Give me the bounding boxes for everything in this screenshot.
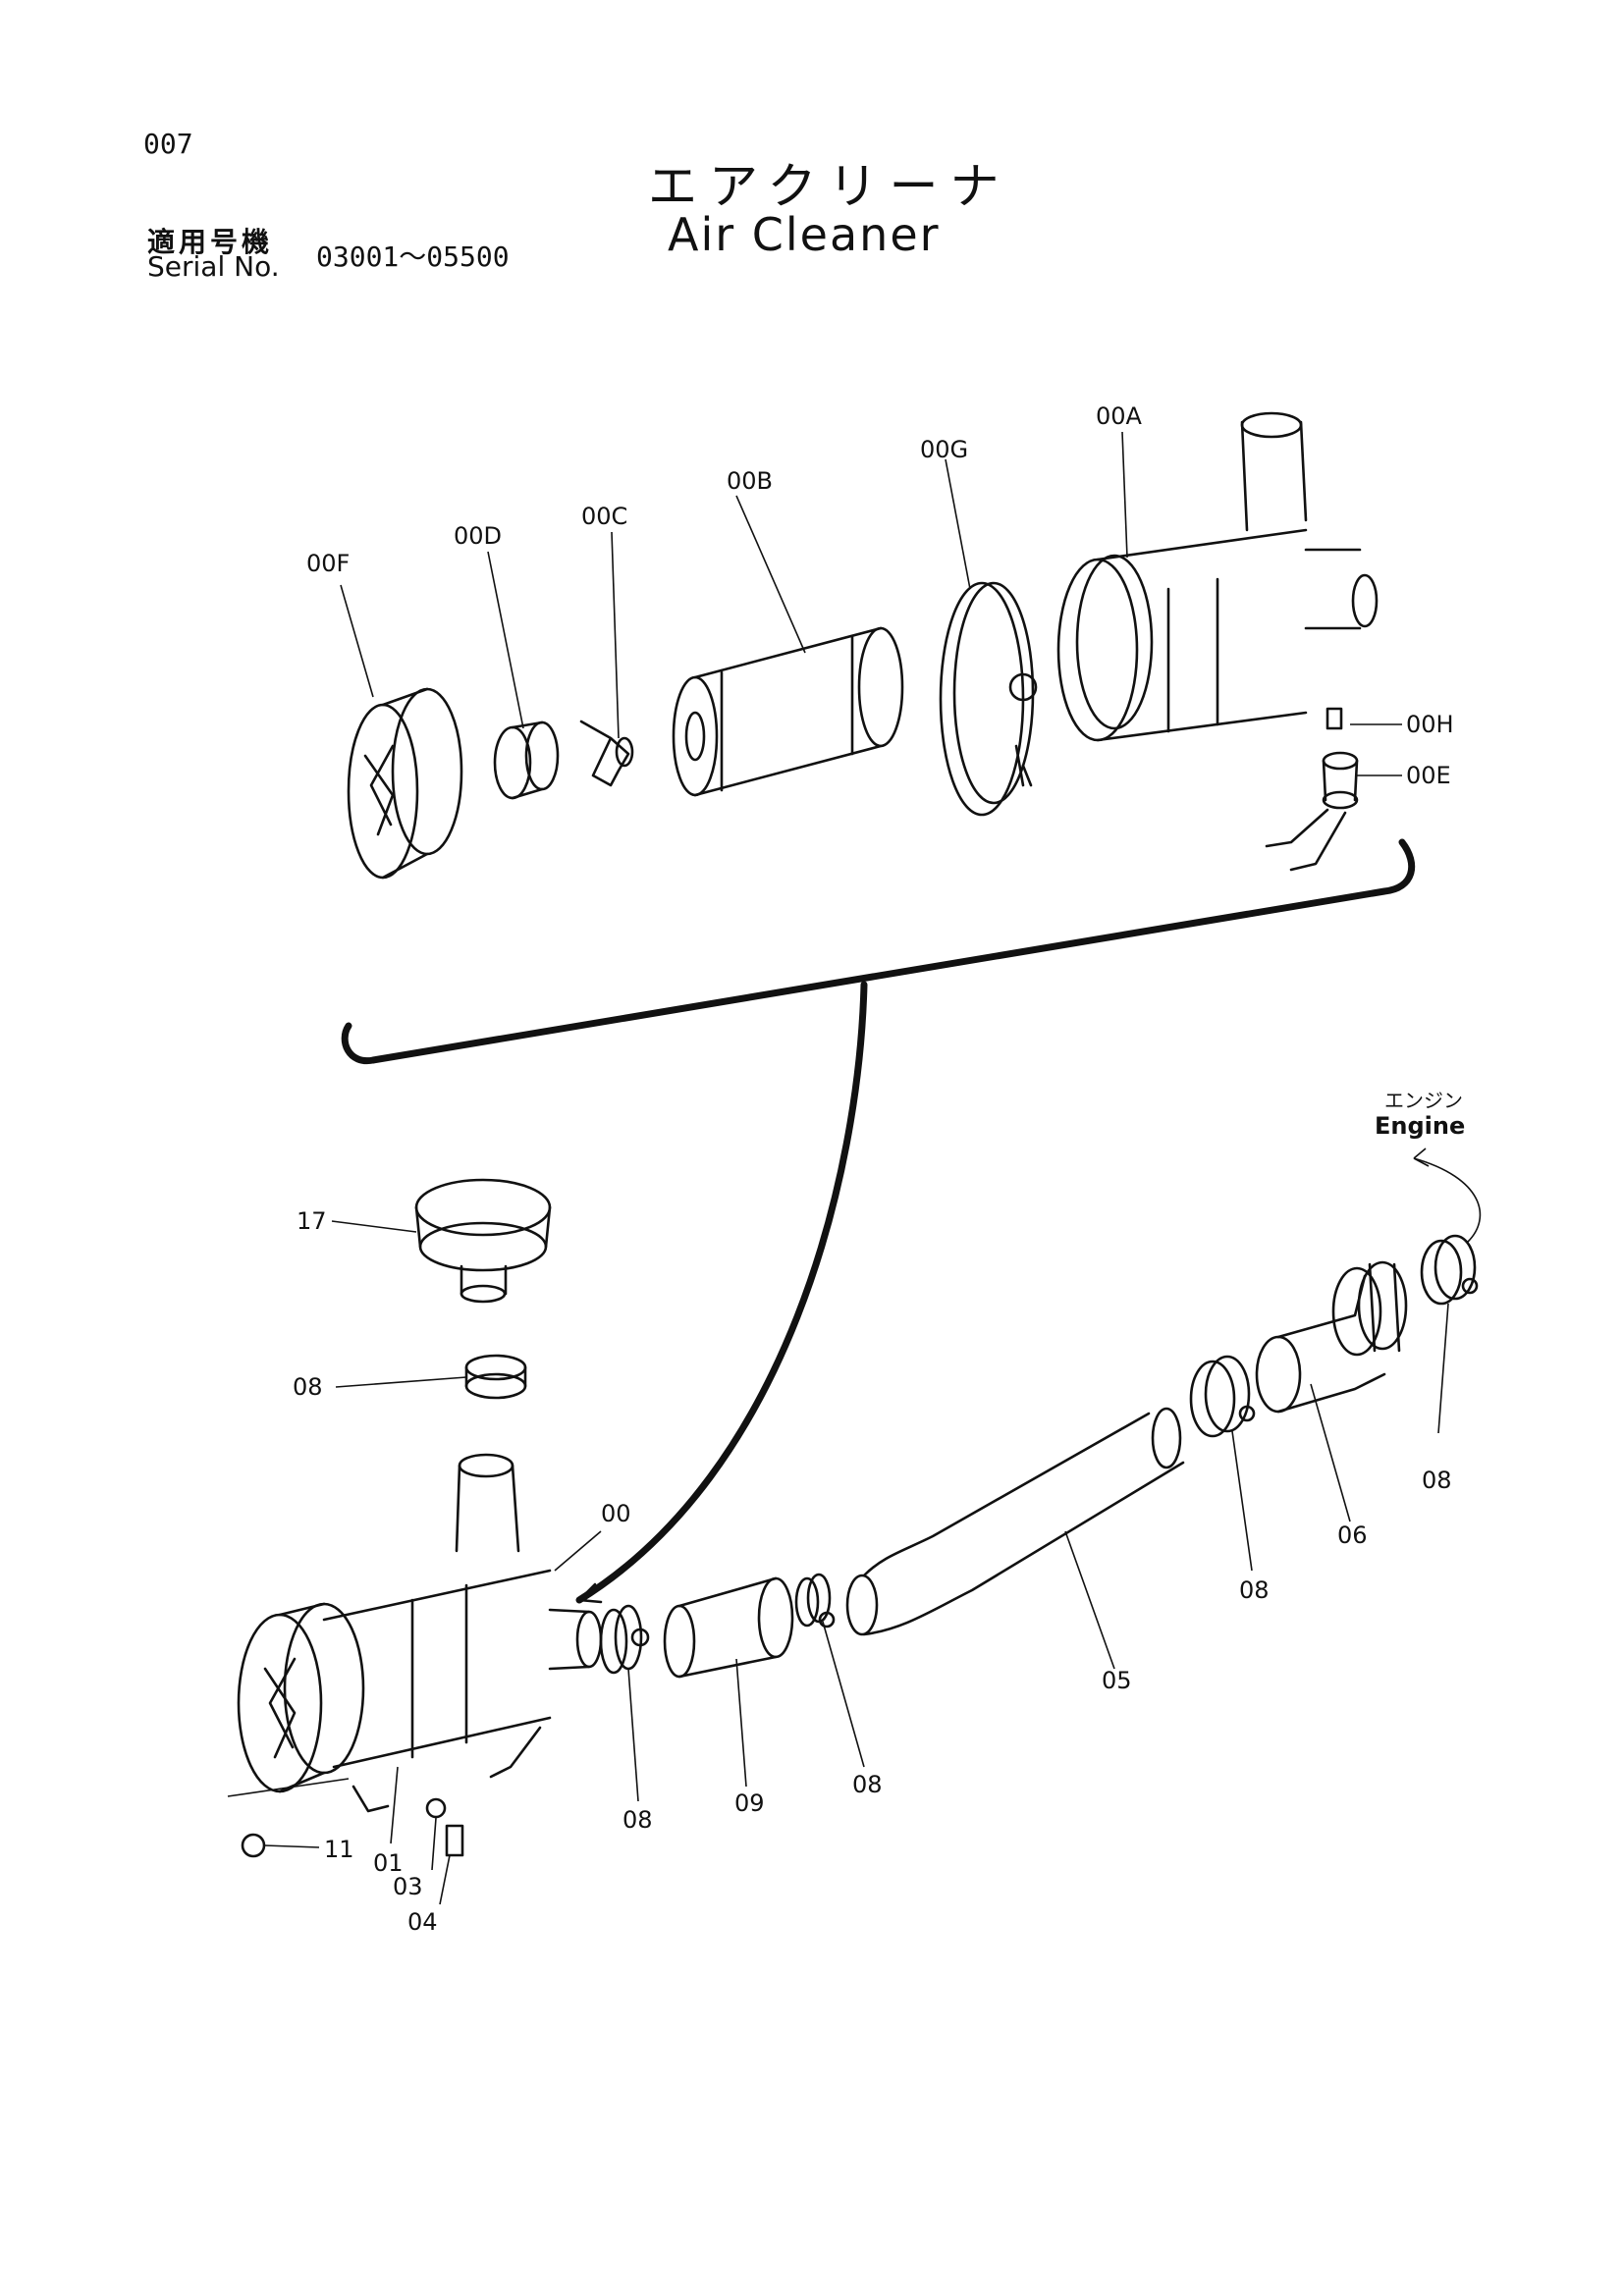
cap-00D (493, 721, 560, 800)
part-label-08-c: 08 (1239, 1576, 1270, 1604)
part-label-00: 00 (601, 1500, 631, 1527)
indicator-00E (1265, 751, 1359, 872)
band-00G (939, 581, 1038, 817)
clamp-08-c (1189, 1355, 1256, 1438)
part-label-09: 09 (734, 1789, 765, 1817)
part-label-11: 11 (324, 1836, 354, 1863)
part-label-08-top: 08 (293, 1373, 323, 1401)
precleaner-17 (414, 1178, 552, 1304)
clamp-08-b (794, 1573, 836, 1629)
page-number: 007 (143, 128, 193, 160)
hose-09 (663, 1576, 794, 1679)
cover-00F (347, 687, 463, 880)
assembly-brace (341, 838, 1416, 1065)
bolt-00H (1325, 707, 1343, 730)
engine-label-japanese: エンジン (1384, 1089, 1463, 1112)
part-label-00B: 00B (727, 467, 773, 495)
part-label-06: 06 (1337, 1522, 1368, 1549)
page-title: Air Cleaner (668, 208, 941, 261)
part-label-17: 17 (297, 1207, 327, 1235)
clamp-08-top (464, 1354, 527, 1400)
part-label-00H: 00H (1406, 711, 1454, 738)
hose-06 (1255, 1260, 1408, 1414)
part-label-08-d: 08 (1422, 1467, 1452, 1494)
hose-05 (845, 1407, 1185, 1636)
serial-label-japanese: 適用号機 (147, 226, 274, 258)
part-label-01: 01 (373, 1849, 404, 1877)
part-label-00G: 00G (920, 436, 968, 463)
cleaner-body-00 (237, 1453, 603, 1793)
part-label-00D: 00D (454, 522, 502, 550)
clamp-08-d (1420, 1234, 1479, 1306)
wing-nut-00C (579, 720, 634, 787)
engine-label: Engine (1375, 1112, 1466, 1140)
part-label-08-a: 08 (622, 1806, 653, 1834)
part-label-05: 05 (1102, 1667, 1132, 1694)
serial-range: 03001～05500 (316, 240, 510, 273)
part-label-00A: 00A (1096, 402, 1143, 430)
element-00B (672, 626, 904, 797)
part-label-00F: 00F (306, 550, 350, 577)
engine-arrow (1413, 1157, 1482, 1243)
part-label-04: 04 (407, 1908, 438, 1936)
part-label-00C: 00C (581, 503, 627, 530)
part-label-08-b: 08 (852, 1771, 883, 1798)
part-label-00E: 00E (1406, 762, 1451, 789)
part-label-03: 03 (393, 1873, 423, 1900)
body-00A (1056, 411, 1379, 742)
page-title-japanese: エアクリーナ (648, 158, 1011, 215)
clamp-08-a (599, 1604, 650, 1675)
serial-label: Serial No. (147, 250, 280, 283)
